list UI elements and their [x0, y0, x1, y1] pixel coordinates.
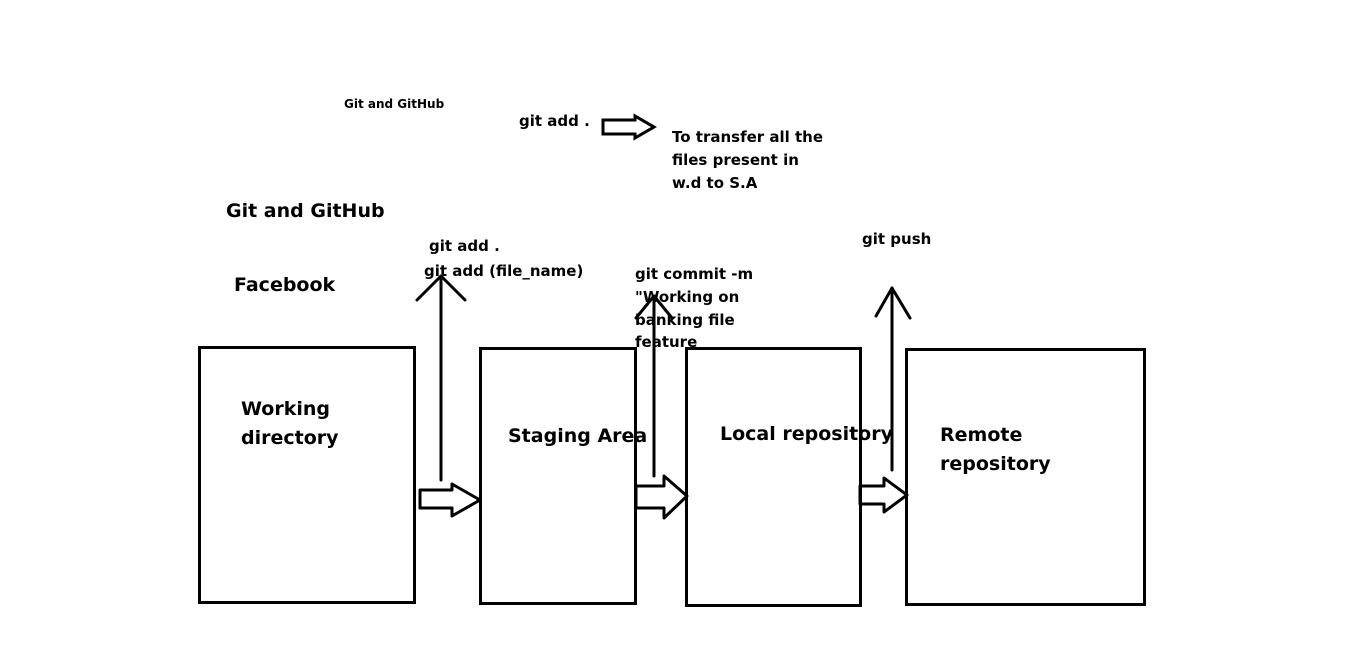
commit-command-line: feature — [635, 333, 698, 352]
push-command: git push — [862, 230, 932, 248]
add-up-arrow — [415, 274, 467, 482]
box-label-line: Local repository — [720, 423, 893, 445]
remote-repository-label: Remote repository — [940, 421, 1051, 480]
commit-command-line: "Working on — [635, 287, 740, 306]
working-directory-box: Working directory — [198, 346, 416, 604]
note-line: w.d to S.A — [672, 173, 758, 192]
note-command: git add . — [519, 112, 590, 130]
box-label-line: repository — [940, 453, 1051, 476]
subtitle: Facebook — [234, 274, 336, 296]
local-repository-label: Local repository — [720, 420, 893, 449]
flow-arrow-3 — [858, 476, 909, 514]
box-label-line: Working — [241, 398, 330, 420]
working-directory-label: Working directory — [241, 395, 339, 454]
box-label-line: directory — [241, 427, 339, 450]
commit-command: git commit -m "Working on banking file f… — [635, 263, 753, 354]
box-label-line: Remote — [940, 424, 1023, 446]
commit-up-arrow — [634, 294, 674, 478]
add-command-line: git add . — [429, 237, 500, 255]
page-title: Git and GitHub — [226, 200, 385, 222]
commit-command-line: git commit -m — [635, 265, 754, 283]
local-repository-box: Local repository — [685, 347, 893, 607]
commit-command-line: banking file — [635, 310, 735, 329]
staging-area-label: Staging Area — [508, 422, 647, 451]
flow-arrow-1 — [418, 482, 482, 518]
push-up-arrow — [874, 286, 912, 472]
note-description: To transfer all the files present in w.d… — [672, 126, 823, 195]
note-line: To transfer all the — [672, 128, 824, 146]
add-command: git add . git add (file_name) — [424, 234, 583, 284]
note-line: files present in — [672, 150, 799, 169]
add-command-line: git add (file_name) — [424, 261, 584, 280]
box-label-line: Staging Area — [508, 425, 648, 447]
note-arrow — [601, 113, 657, 141]
remote-repository-box: Remote repository — [905, 348, 1146, 606]
staging-area-box: Staging Area — [479, 347, 647, 605]
small-title: Git and GitHub — [344, 97, 445, 111]
flow-arrow-2 — [634, 474, 689, 520]
